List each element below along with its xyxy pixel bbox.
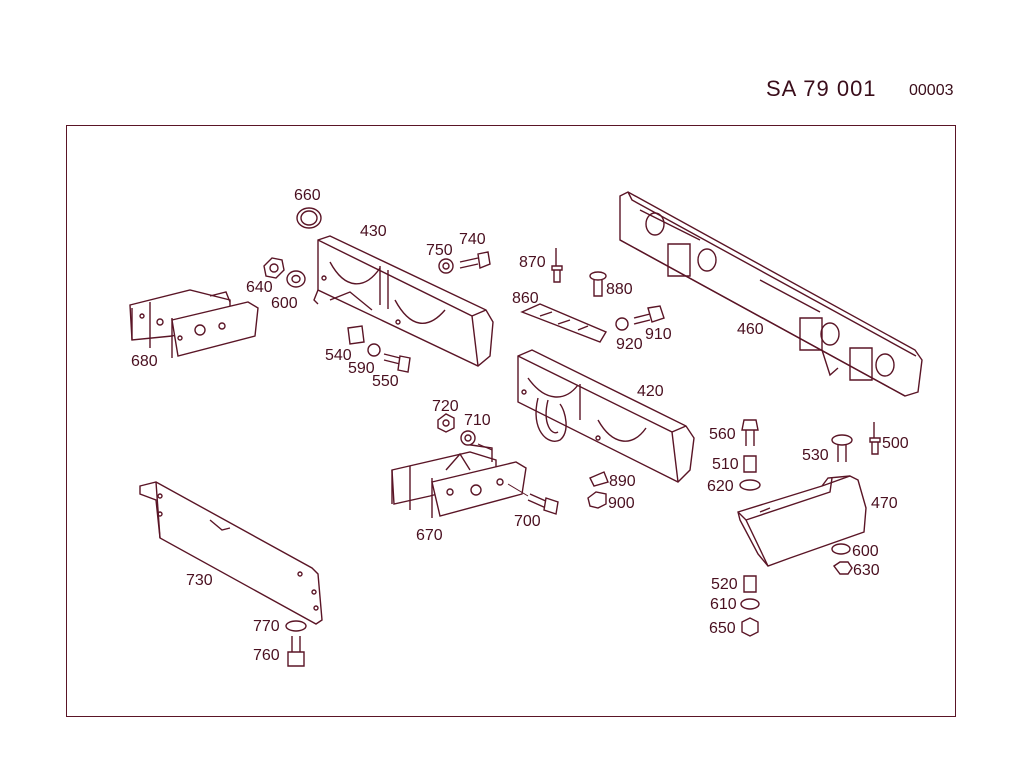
diagram-header: SA 79 001 00003: [0, 0, 1024, 110]
label-860: 860: [512, 290, 539, 307]
label-610: 610: [710, 596, 737, 613]
part-670-bracket-drawing: [391, 443, 527, 518]
label-910: 910: [645, 326, 672, 343]
part-470-bumper-end-drawing: [737, 475, 867, 567]
drawing-frame: [66, 125, 956, 717]
label-760: 760: [253, 647, 280, 664]
label-540: 540: [325, 347, 352, 364]
label-700: 700: [514, 513, 541, 530]
label-710: 710: [464, 412, 491, 429]
label-560: 560: [709, 426, 736, 443]
label-520: 520: [711, 576, 738, 593]
label-600-left: 600: [271, 295, 298, 312]
part-420-crossmember-drawing: [517, 349, 695, 483]
part-860-plate-drawing: [520, 303, 608, 343]
label-720: 720: [432, 398, 459, 415]
label-660: 660: [294, 187, 321, 204]
label-460: 460: [737, 321, 764, 338]
part-460-bracket-drawing: [619, 191, 923, 397]
label-920: 920: [616, 336, 643, 353]
part-730-strip-drawing: [139, 481, 323, 625]
part-680-bracket-drawing: [129, 289, 259, 358]
small-hardware-drawing: [263, 207, 881, 667]
label-630: 630: [853, 562, 880, 579]
label-770: 770: [253, 618, 280, 635]
label-730: 730: [186, 572, 213, 589]
group-code: SA 79 001: [766, 76, 877, 101]
label-620: 620: [707, 478, 734, 495]
label-750: 750: [426, 242, 453, 259]
label-890: 890: [609, 473, 636, 490]
label-510: 510: [712, 456, 739, 473]
sheet-number: 00003: [909, 82, 954, 99]
label-530: 530: [802, 447, 829, 464]
part-430-crossmember-drawing: [313, 235, 494, 367]
label-470: 470: [871, 495, 898, 512]
label-740: 740: [459, 231, 486, 248]
label-870: 870: [519, 254, 546, 271]
label-670: 670: [416, 527, 443, 544]
label-500: 500: [882, 435, 909, 452]
label-430: 430: [360, 223, 387, 240]
label-900: 900: [608, 495, 635, 512]
label-600-right: 600: [852, 543, 879, 560]
label-880: 880: [606, 281, 633, 298]
label-640: 640: [246, 279, 273, 296]
label-650: 650: [709, 620, 736, 637]
label-680: 680: [131, 353, 158, 370]
label-550: 550: [372, 373, 399, 390]
label-590: 590: [348, 360, 375, 377]
label-420: 420: [637, 383, 664, 400]
